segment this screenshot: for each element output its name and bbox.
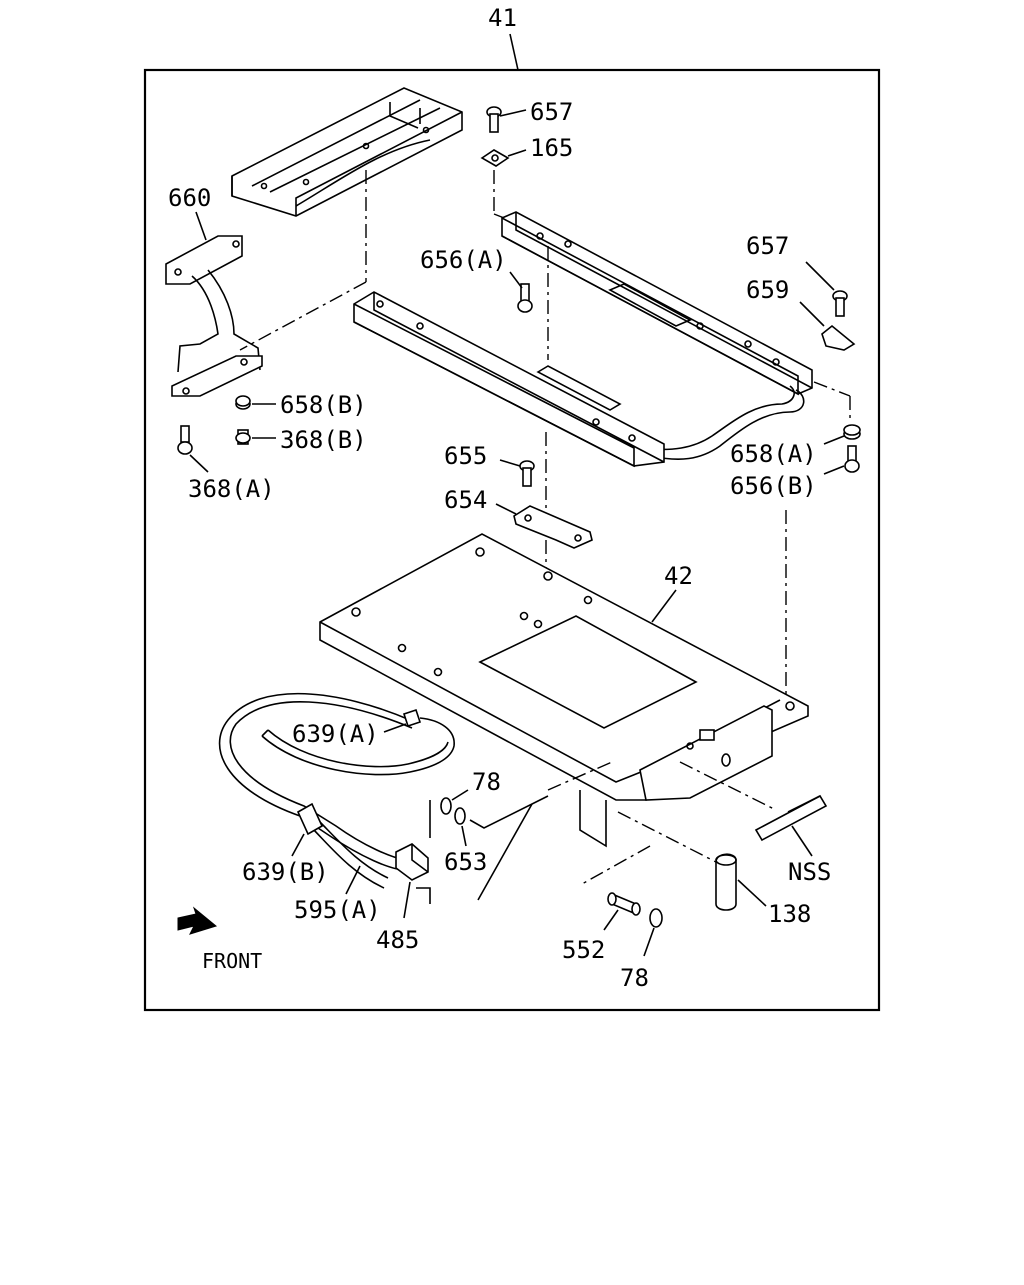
clip-639b xyxy=(296,802,324,836)
link-485 xyxy=(477,803,533,901)
bolt-368a xyxy=(177,425,193,455)
crossbar-tube-back xyxy=(639,385,795,451)
part-label-658b[interactable]: 658(B) xyxy=(280,391,367,419)
part-label-660[interactable]: 660 xyxy=(168,184,211,212)
centerline-10 xyxy=(547,761,613,791)
part-label-165[interactable]: 165 xyxy=(530,134,573,162)
clip-639a xyxy=(402,708,422,728)
part-label-639b[interactable]: 639(B) xyxy=(242,858,329,886)
leader-658a xyxy=(823,435,845,445)
upper-seat-rail xyxy=(501,211,813,396)
washer-165-hole xyxy=(491,154,499,162)
part-label-657-right[interactable]: 657 xyxy=(746,232,789,260)
front-arrow-icon xyxy=(177,906,218,935)
leader-552 xyxy=(603,909,619,931)
crossbar-tube-front xyxy=(649,389,805,460)
part-label-78-bottom[interactable]: 78 xyxy=(620,964,649,992)
leader-657-top xyxy=(499,109,527,117)
leader-656b xyxy=(823,465,845,475)
part-label-595a[interactable]: 595(A) xyxy=(294,896,381,924)
leader-639b xyxy=(291,833,305,857)
base-plate-42 xyxy=(319,533,809,848)
part-label-655[interactable]: 655 xyxy=(444,442,487,470)
pin-552 xyxy=(607,892,641,916)
bracket-654-hole-2 xyxy=(574,534,582,542)
part-label-nss[interactable]: NSS xyxy=(788,858,831,886)
leader-657-right xyxy=(805,261,835,291)
bolt-655 xyxy=(519,460,535,487)
centerline-12 xyxy=(617,811,717,863)
leader-595a xyxy=(345,865,361,895)
leader-78-top xyxy=(451,789,469,801)
leader-485 xyxy=(403,881,411,919)
part-label-653[interactable]: 653 xyxy=(444,848,487,876)
leader-42 xyxy=(651,589,677,623)
bolt-657-right xyxy=(832,290,848,317)
connector-485 xyxy=(395,843,429,881)
leader-368a xyxy=(189,454,209,473)
label-plate-nss xyxy=(754,794,828,842)
part-label-368b[interactable]: 368(B) xyxy=(280,426,367,454)
part-label-639a[interactable]: 639(A) xyxy=(292,720,379,748)
diagram-frame xyxy=(143,68,881,1012)
bolt-657-top xyxy=(486,106,502,133)
part-label-658a[interactable]: 658(A) xyxy=(730,440,817,468)
leader-653 xyxy=(461,825,467,847)
bracket-654-hole xyxy=(524,514,532,522)
link-653 xyxy=(469,795,549,829)
part-label-659[interactable]: 659 xyxy=(746,276,789,304)
leader-165 xyxy=(507,149,527,157)
bracket-485-mark xyxy=(416,887,431,904)
bolt-656b xyxy=(844,445,860,473)
part-label-138[interactable]: 138 xyxy=(768,900,811,928)
part-label-656b[interactable]: 656(B) xyxy=(730,472,817,500)
part-label-552[interactable]: 552 xyxy=(562,936,605,964)
wire-harness-595a xyxy=(218,692,455,889)
washer-165 xyxy=(480,149,510,167)
part-label-657-top[interactable]: 657 xyxy=(530,98,573,126)
centerline-4 xyxy=(493,213,541,233)
pin-138 xyxy=(715,853,737,911)
o-ring-78-bottom xyxy=(649,908,663,928)
bracket-654 xyxy=(513,505,593,549)
centerline-13 xyxy=(581,845,651,885)
part-label-656a[interactable]: 656(A) xyxy=(420,246,507,274)
assembly-label[interactable]: 41 xyxy=(488,4,517,32)
part-label-78-top[interactable]: 78 xyxy=(472,768,501,796)
centerline-7 xyxy=(813,381,851,397)
centerline-11 xyxy=(679,761,777,811)
bracket-660 xyxy=(165,235,263,397)
part-label-654[interactable]: 654 xyxy=(444,486,487,514)
part-label-485[interactable]: 485 xyxy=(376,926,419,954)
upper-seat-frame xyxy=(231,87,463,217)
leader-659 xyxy=(799,301,825,327)
bolt-368b xyxy=(235,429,251,445)
leader-nss xyxy=(791,825,813,857)
assembly-leader xyxy=(509,33,519,71)
bolt-656a xyxy=(517,283,533,313)
leader-656a xyxy=(509,271,523,289)
part-label-368a[interactable]: 368(A) xyxy=(188,475,275,503)
leader-654 xyxy=(495,503,517,515)
centerline-2 xyxy=(239,281,367,351)
leader-78-bottom xyxy=(643,927,655,957)
o-ring-78-top xyxy=(440,797,452,815)
leader-655 xyxy=(499,459,521,467)
leader-138 xyxy=(737,879,767,907)
washer-658b xyxy=(235,395,251,410)
leader-660 xyxy=(195,211,207,241)
washer-658a xyxy=(843,424,861,440)
leader-639a xyxy=(383,723,407,733)
part-label-42[interactable]: 42 xyxy=(664,562,693,590)
bracket-659 xyxy=(821,324,856,351)
o-ring-653 xyxy=(454,807,466,825)
lower-seat-rail xyxy=(353,291,665,468)
front-label[interactable]: FRONT xyxy=(202,949,262,973)
